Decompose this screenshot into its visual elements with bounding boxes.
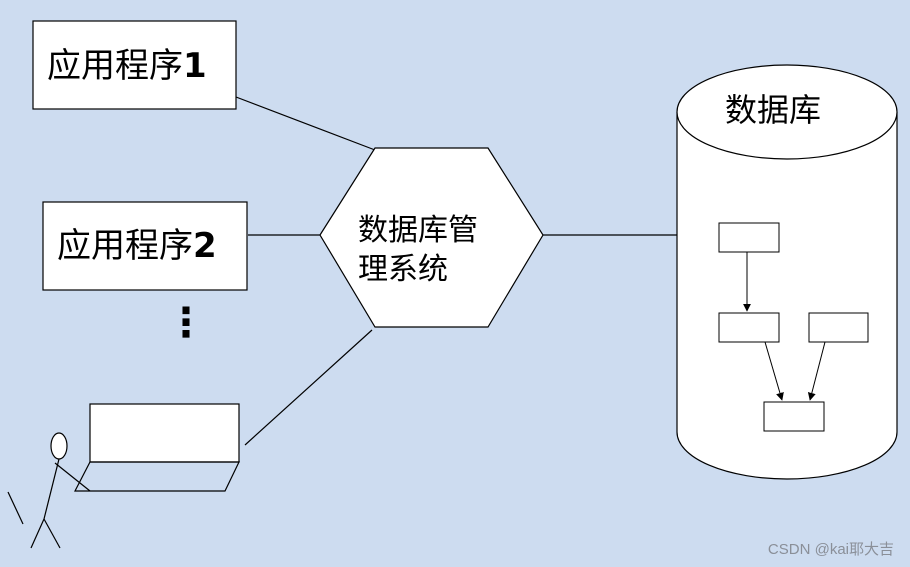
db-arrow-right-to-bottom [807,341,826,401]
db-inner-box-top [718,222,780,253]
application-2-box: 应用程序2 [42,201,248,291]
application-2-label: 应用程序2 [57,226,217,266]
dbms-label-line1: 数据库管 [358,213,478,248]
connector-app1-dbms [235,96,376,151]
application-1-label: 应用程序1 [47,46,207,86]
user-terminal [74,403,240,492]
ellipsis-more-apps: ⋮ [166,300,206,346]
csdn-watermark: CSDN @kai耶大吉 [767,541,894,558]
application-1-box: 应用程序1 [32,20,237,110]
dbms-hexagon: 数据库管 理系统 [319,147,544,328]
connector-user-dbms [244,329,373,446]
db-inner-box-middle-right [808,312,869,343]
database-cylinder: 数据库 [676,64,898,480]
db-inner-box-middle-left [718,312,780,343]
database-title: 数据库 [725,91,821,129]
db-inner-box-bottom [763,401,825,432]
dbms-label-line2: 理系统 [358,252,448,287]
user-figure-icon [7,432,91,549]
db-arrow-left-to-bottom [764,341,784,401]
